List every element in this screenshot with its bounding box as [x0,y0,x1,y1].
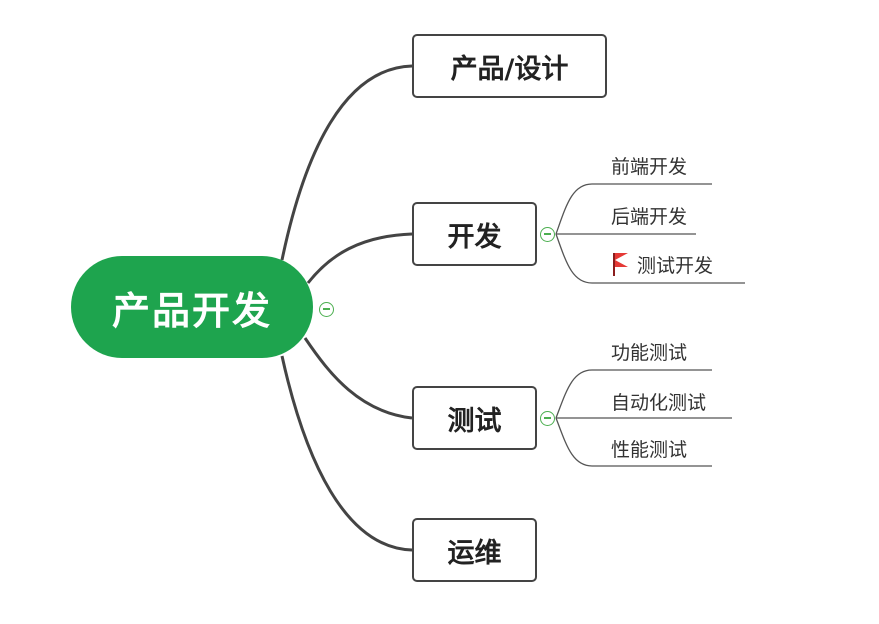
subtopic-performance[interactable]: 性能测试 [611,439,688,461]
subline-functional [555,369,712,419]
topic-dev[interactable]: 开发 [412,202,537,266]
collapse-dev-icon[interactable] [540,227,555,242]
collapse-root-icon[interactable] [319,302,334,317]
subline-frontend [555,183,712,235]
subtopic-automation[interactable]: 自动化测试 [611,392,707,414]
red-flag-icon [611,252,629,276]
root-node[interactable]: 产品开发 [71,256,313,358]
topic-test[interactable]: 测试 [412,386,537,450]
branch-line-dev [306,232,413,284]
branch-line-design [280,64,413,261]
subtopic-testdev[interactable]: 测试开发 [611,251,713,278]
collapse-test-icon[interactable] [540,411,555,426]
subtopic-frontend[interactable]: 前端开发 [611,156,688,178]
branch-line-test [303,337,413,420]
subline-performance [555,417,712,467]
subline-testdev [555,233,745,284]
topic-design[interactable]: 产品/设计 [412,34,607,98]
subtopic-functional[interactable]: 功能测试 [611,342,688,364]
subtopic-backend[interactable]: 后端开发 [611,206,688,228]
subtopic-testdev-label: 测试开发 [637,255,714,277]
branch-line-ops [280,355,413,552]
topic-ops[interactable]: 运维 [412,518,537,582]
